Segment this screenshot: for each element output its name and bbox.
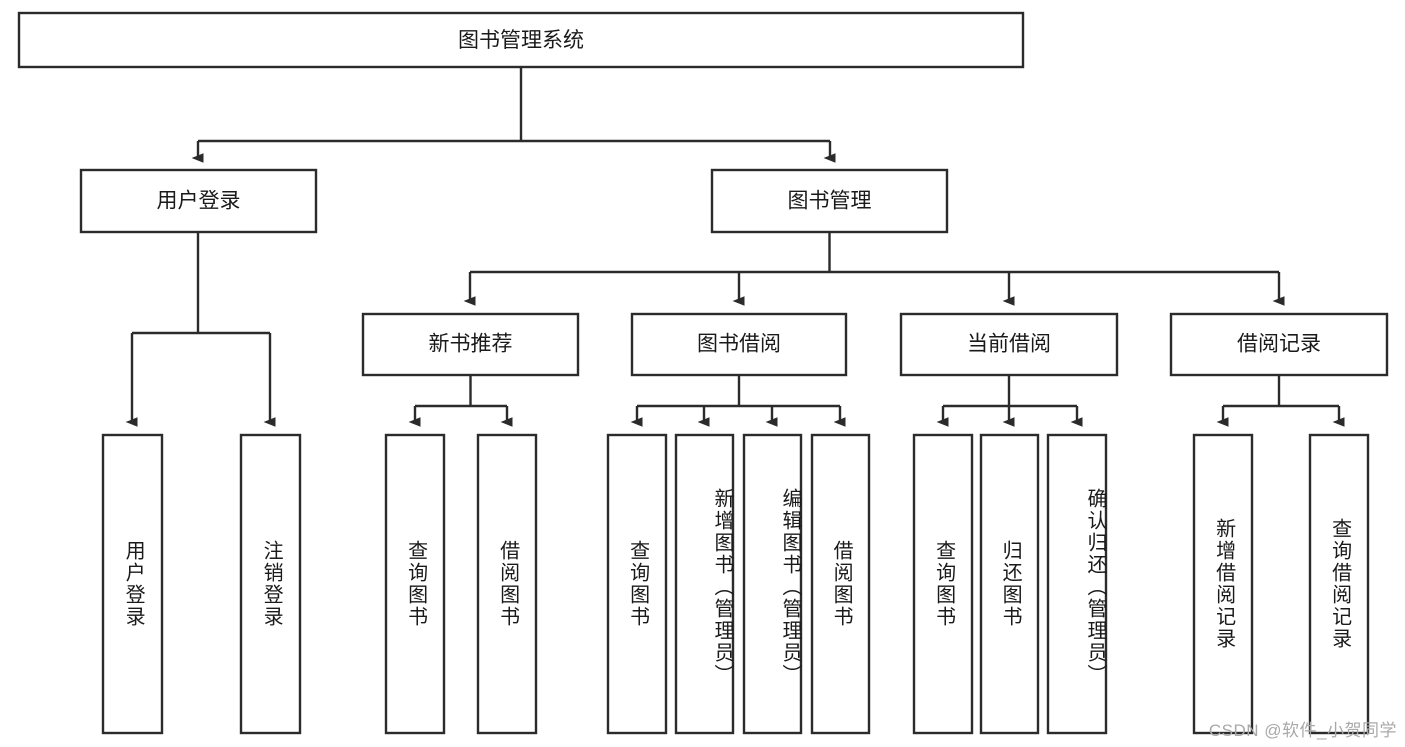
leaf-box-current-borrow-0[interactable] bbox=[912, 433, 974, 735]
node-book-borrow-label: 图书借阅 bbox=[697, 333, 781, 356]
connector-user-login-to-leaves bbox=[125, 232, 276, 427]
connector-borrow-record-to-leaves bbox=[1216, 375, 1345, 427]
leaf-box-current-borrow-2[interactable] bbox=[1046, 433, 1108, 735]
connector-current-borrow-to-leaves bbox=[936, 375, 1083, 427]
connector-book-management-to-level3 bbox=[463, 232, 1285, 306]
leaf-box-new-book-1[interactable] bbox=[476, 433, 538, 735]
node-book-management-label: 图书管理 bbox=[788, 190, 872, 213]
connector-book-borrow-to-leaves bbox=[630, 375, 846, 427]
node-user-login-label: 用户登录 bbox=[157, 190, 241, 213]
node-root[interactable]: 图书管理系统 bbox=[17, 11, 1025, 69]
node-new-book-recommend-label: 新书推荐 bbox=[429, 333, 513, 356]
leaf-box-current-borrow-1[interactable] bbox=[979, 433, 1040, 735]
leaf-box-book-borrow-3[interactable] bbox=[810, 433, 871, 735]
leaf-box-book-borrow-0[interactable] bbox=[606, 433, 668, 735]
leaf-box-book-borrow-2[interactable] bbox=[742, 433, 803, 735]
connector-root-to-level2 bbox=[191, 67, 836, 163]
leaf-box-book-borrow-1[interactable] bbox=[674, 433, 735, 735]
node-user-login[interactable]: 用户登录 bbox=[79, 168, 318, 234]
node-root-label: 图书管理系统 bbox=[458, 29, 584, 52]
leaf-box-user-login-1[interactable] bbox=[239, 433, 302, 735]
node-book-management[interactable]: 图书管理 bbox=[710, 168, 949, 234]
node-current-borrow[interactable]: 当前借阅 bbox=[899, 312, 1119, 377]
connector-new-book-recommend-to-leaves bbox=[408, 375, 513, 427]
node-borrow-record-label: 借阅记录 bbox=[1237, 333, 1321, 356]
leaf-box-borrow-record-0[interactable] bbox=[1192, 433, 1254, 735]
node-book-borrow[interactable]: 图书借阅 bbox=[630, 312, 848, 377]
node-current-borrow-label: 当前借阅 bbox=[967, 333, 1051, 356]
csdn-watermark: CSDN @软件_小贺同学 bbox=[1208, 721, 1397, 740]
leaf-box-borrow-record-1[interactable] bbox=[1308, 433, 1370, 735]
leaf-box-user-login-0[interactable] bbox=[101, 433, 164, 735]
node-new-book-recommend[interactable]: 新书推荐 bbox=[361, 312, 580, 377]
node-borrow-record[interactable]: 借阅记录 bbox=[1169, 312, 1389, 377]
leaf-box-new-book-0[interactable] bbox=[384, 433, 446, 735]
